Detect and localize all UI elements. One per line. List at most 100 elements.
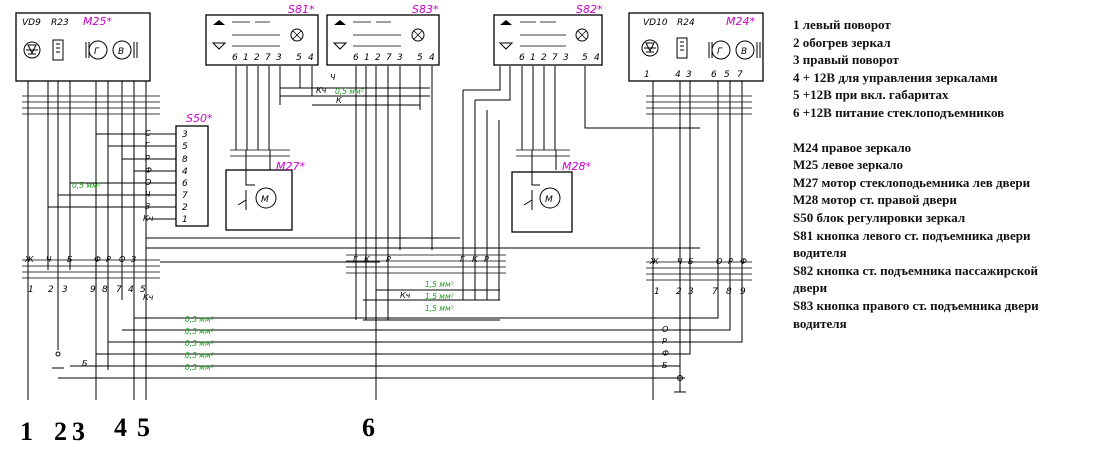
m27-label: M27* xyxy=(276,160,305,173)
wire-label: Р xyxy=(728,257,733,266)
motor-m-letter: M xyxy=(261,195,269,205)
motor-v-letter: В xyxy=(118,47,124,57)
pin: 7 xyxy=(182,191,188,201)
section-label: 1,5 мм² xyxy=(425,292,454,301)
pin: 4 xyxy=(429,53,435,63)
wiring-harness xyxy=(22,66,752,400)
section-label: 0,5 мм² xyxy=(185,363,214,372)
legend-line: М27 мотор стеклоподьемника лев двери xyxy=(793,174,1031,190)
wire-label: Р xyxy=(484,255,489,264)
section-label: 1,5 мм² xyxy=(425,304,454,313)
wire-label: Б xyxy=(662,361,668,370)
output-5: 5 xyxy=(137,413,150,442)
motor-m27: M27* M xyxy=(225,150,305,231)
legend-line: водителя xyxy=(793,245,847,261)
pin: 1 xyxy=(644,70,650,80)
left-mirror-module: VD9 R23 M25* Г В xyxy=(15,12,151,82)
motor-m-letter: M xyxy=(545,195,553,205)
legend-line: S83 кнопка правого ст. подъемника двери xyxy=(793,297,1039,313)
legend-line: 5 +12В при вкл. габаритах xyxy=(793,87,949,103)
diode-icon xyxy=(23,41,41,59)
pin: 2 xyxy=(541,53,547,63)
pin: 3 xyxy=(563,53,569,63)
bottom-pins-left: 1 2 3 9 8 7 4 5 xyxy=(28,285,146,295)
wire-label: Р xyxy=(386,255,391,264)
wire-label: К xyxy=(336,96,342,105)
motor-icon xyxy=(539,187,561,209)
pin: 2 xyxy=(182,203,188,213)
pin: 5 xyxy=(296,53,302,63)
wire-label: Кч xyxy=(400,291,411,300)
pin: 7 xyxy=(737,70,743,80)
s83-label: S83* xyxy=(412,3,439,16)
pin: 8 xyxy=(726,287,732,297)
section-label: 0,5 мм² xyxy=(185,315,214,324)
wire-label: Б xyxy=(67,255,73,264)
legend-line: 6 +12В питание стеклоподъемников xyxy=(793,104,1005,120)
motor-icon xyxy=(255,187,277,209)
s82-label: S82* xyxy=(576,3,603,16)
wire-label: Ч xyxy=(677,257,683,266)
pin: 3 xyxy=(397,53,403,63)
pin: 8 xyxy=(182,155,188,165)
cross-section-labels: 0,5 мм² 0,5 мм² 0,5 мм² 0,5 мм² 0,5 мм² … xyxy=(72,87,454,372)
diode-icon xyxy=(641,39,659,57)
block-s50: S50* 3 5 8 4 6 7 2 1 С Г Р Ф О Ч З Кч xyxy=(143,112,213,227)
pin: 7 xyxy=(265,53,271,63)
switch-s81: S81* 6 1 2 7 3 5 4 xyxy=(205,3,319,66)
wire-label: Ж xyxy=(24,255,34,264)
pin: 1 xyxy=(182,215,188,225)
pin: 1 xyxy=(530,53,536,63)
pin: 3 xyxy=(276,53,282,63)
legend-line: 3 правый поворот xyxy=(793,52,899,68)
s81-pins: 6 1 2 7 3 5 4 xyxy=(232,53,314,63)
wire-labels: Ж Ч Б Ф Р О З Кч Г К Р Г К Р Ж Ч Б О Р Ф… xyxy=(24,73,747,370)
m24-label: M24* xyxy=(726,15,755,28)
wire-label: К xyxy=(472,255,478,264)
pin: 6 xyxy=(182,179,188,189)
s50-label: S50* xyxy=(186,112,213,125)
pin: 5 xyxy=(182,142,188,152)
wire-label: Ч xyxy=(330,73,336,82)
pin: 3 xyxy=(182,130,188,140)
section-label: 0,5 мм² xyxy=(335,87,364,96)
legend-line: двери xyxy=(793,280,828,296)
pin: 2 xyxy=(676,287,682,297)
wire-label: Кч xyxy=(316,86,327,95)
wire-label: О xyxy=(119,255,125,264)
vd10-label: VD10 xyxy=(643,18,668,28)
motor-g-letter: Г xyxy=(94,47,100,57)
pin: 6 xyxy=(232,53,238,63)
switch-s83: S83* 6 1 2 7 3 5 4 xyxy=(326,3,440,66)
wire-label: Г xyxy=(460,255,465,264)
legend-line: 2 обогрев зеркал xyxy=(793,34,891,50)
lamp-icon xyxy=(290,28,304,42)
wire-label: К xyxy=(364,255,370,264)
pin: 1 xyxy=(654,287,660,297)
pin: 8 xyxy=(102,285,108,295)
legend-line: М25 левое зеркало xyxy=(793,157,903,173)
section-label: 0,5 мм² xyxy=(72,181,101,190)
section-label: 0,5 мм² xyxy=(185,351,214,360)
pin: 4 xyxy=(308,53,314,63)
wire-label: Ж xyxy=(649,257,659,266)
motor-v-icon xyxy=(112,40,132,60)
resistor-icon xyxy=(676,37,688,59)
pin: 2 xyxy=(48,285,54,295)
pin: 2 xyxy=(254,53,260,63)
pin: 5 xyxy=(417,53,423,63)
output-6: 6 xyxy=(362,413,375,442)
legend-gap xyxy=(793,122,1093,139)
motor-v-icon xyxy=(735,40,755,60)
legend-line: S50 блок регулировки зеркал xyxy=(793,209,966,225)
s83-pins: 6 1 2 7 3 5 4 xyxy=(353,53,435,63)
pin: 4 xyxy=(675,70,681,80)
wire-label: Б xyxy=(82,359,88,368)
pin: 3 xyxy=(686,70,692,80)
pin: 4 xyxy=(594,53,600,63)
wire-label: Ф xyxy=(740,257,747,266)
legend-line: S81 кнопка левого ст. подъемника двери xyxy=(793,227,1031,243)
s50-pin-list: 3 5 8 4 6 7 2 1 xyxy=(182,130,188,225)
m25-label: M25* xyxy=(83,15,112,28)
